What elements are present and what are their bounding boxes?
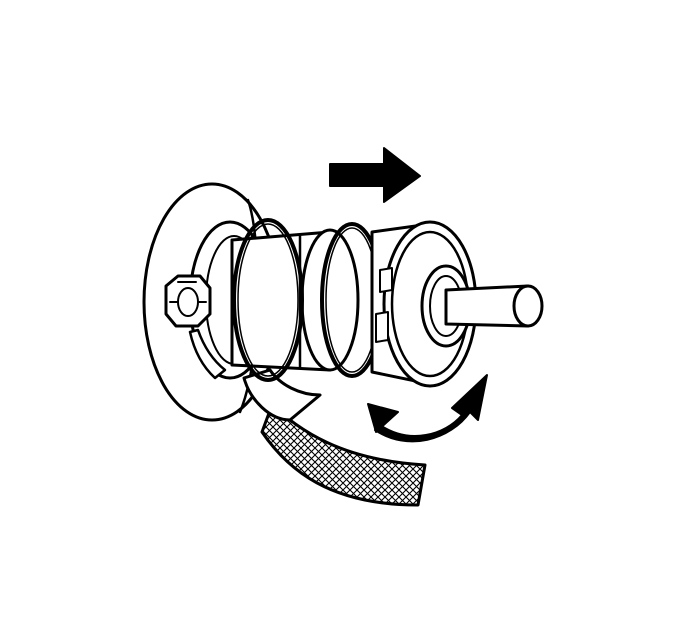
braided-hose <box>260 403 427 507</box>
curved-double-arrow-icon <box>367 374 488 443</box>
bolt <box>164 274 212 328</box>
arrow-right-icon <box>329 147 421 203</box>
hose-connector <box>242 368 322 422</box>
spring-ring-rear <box>232 218 304 382</box>
shaft <box>444 284 544 328</box>
sleeve-body <box>230 228 360 372</box>
